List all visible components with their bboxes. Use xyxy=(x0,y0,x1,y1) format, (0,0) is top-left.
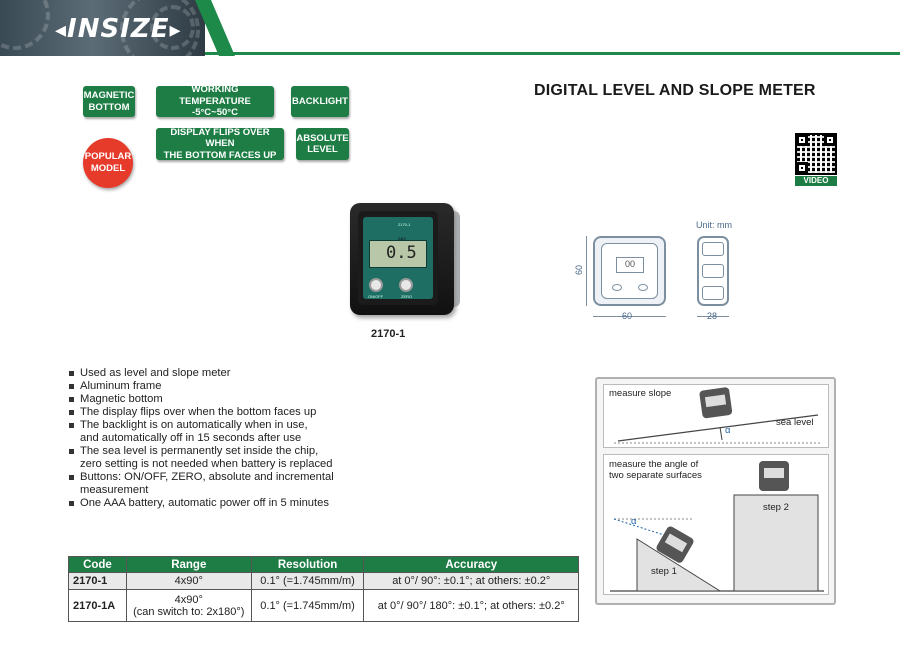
usage-panel-two-surfaces xyxy=(603,454,829,595)
label-alpha-angle: α xyxy=(631,516,637,527)
badge-display-flips: DISPLAY FLIPS OVER WHEN THE BOTTOM FACES… xyxy=(156,127,284,161)
front-view-button-left xyxy=(612,284,622,291)
cell-code: 2170-1 xyxy=(68,572,127,590)
table-header-row: Code Range Resolution Accuracy xyxy=(68,556,579,573)
label-step-2: step 2 xyxy=(763,502,789,513)
device-reading: 0.5 xyxy=(386,243,417,263)
list-item: The backlight is on automatically when i… xyxy=(69,419,399,445)
label-alpha-slope: α xyxy=(725,425,731,436)
header-banner: ◂INSIZE▸ xyxy=(0,0,900,56)
front-view-lcd: 00 xyxy=(616,257,644,273)
list-item: One AAA battery, automatic power off in … xyxy=(69,497,399,510)
cell-range: 4x90° (can switch to: 2x180°) xyxy=(125,589,252,622)
header-resolution: Resolution xyxy=(250,556,365,573)
cell-range: 4x90° xyxy=(125,572,252,590)
depth-dimension: 28 xyxy=(707,311,718,321)
product-caption: 2170-1 xyxy=(371,328,406,340)
list-item: Used as level and slope meter xyxy=(69,367,399,380)
label-measure-angle: measure the angle of two separate surfac… xyxy=(609,459,702,481)
device-onoff-button xyxy=(369,278,383,292)
cell-resolution: 0.1° (=1.745mm/m) xyxy=(250,572,365,590)
cell-accuracy: at 0°/ 90°/ 180°: ±0.1°; at others: ±0.2… xyxy=(363,589,579,622)
spec-table: Code Range Resolution Accuracy 2170-1 4x… xyxy=(68,556,579,622)
device-model-label: 2170-1 xyxy=(398,222,411,227)
badge-popular-model: POPULAR MODEL xyxy=(83,138,133,188)
list-item: Magnetic bottom xyxy=(69,393,399,406)
list-item: Buttons: ON/OFF, ZERO, absolute and incr… xyxy=(69,471,399,497)
cell-code: 2170-1A xyxy=(68,589,127,622)
brand-logo: ◂INSIZE▸ xyxy=(55,14,182,44)
device-mode-label: ABS xyxy=(398,236,407,241)
table-row: 2170-1 4x90° 0.1° (=1.745mm/m) at 0°/ 90… xyxy=(68,572,579,590)
device-onoff-label: ON/OFF xyxy=(368,294,384,299)
header-code: Code xyxy=(68,556,127,573)
unit-label: Unit: mm xyxy=(696,220,732,230)
badge-working-temperature: WORKING TEMPERATURE -5°C~50°C xyxy=(156,84,274,118)
banner-machinery-image xyxy=(0,0,205,56)
qr-code[interactable] xyxy=(795,133,837,175)
cell-accuracy: at 0°/ 90°: ±0.1°; at others: ±0.2° xyxy=(363,572,579,590)
label-measure-slope: measure slope xyxy=(609,388,672,399)
cell-resolution: 0.1° (=1.745mm/m) xyxy=(250,589,365,622)
list-item: The display flips over when the bottom f… xyxy=(69,406,399,419)
label-step-1: step 1 xyxy=(651,566,677,577)
device-lcd xyxy=(369,240,427,268)
front-view-button-right xyxy=(638,284,648,291)
video-label[interactable]: VIDEO xyxy=(795,176,837,186)
list-item: Aluminum frame xyxy=(69,380,399,393)
list-item: The sea level is permanently set inside … xyxy=(69,445,399,471)
header-range: Range xyxy=(125,556,252,573)
banner-rule xyxy=(205,52,900,55)
table-row: 2170-1A 4x90° (can switch to: 2x180°) 0.… xyxy=(68,589,579,622)
front-view: 00 xyxy=(593,236,666,306)
side-view xyxy=(697,236,729,306)
badge-absolute-level: ABSOLUTE LEVEL xyxy=(296,128,349,160)
badge-magnetic-bottom: MAGNETIC BOTTOM xyxy=(83,86,135,117)
device-zero-button xyxy=(399,278,413,292)
badge-backlight: BACKLIGHT xyxy=(291,86,349,117)
header-accuracy: Accuracy xyxy=(363,556,579,573)
feature-list: Used as level and slope meter Aluminum f… xyxy=(69,367,399,510)
height-dimension: 60 xyxy=(574,264,585,276)
width-dimension: 60 xyxy=(622,311,633,321)
product-photo: 2170-1 ABS 0.5 ON/OFF ZERO xyxy=(350,203,460,315)
page-title: DIGITAL LEVEL AND SLOPE METER xyxy=(534,82,816,99)
label-sea-level: sea level xyxy=(776,417,814,428)
device-zero-label: ZERO xyxy=(401,294,413,299)
usage-panel-slope xyxy=(603,384,829,448)
